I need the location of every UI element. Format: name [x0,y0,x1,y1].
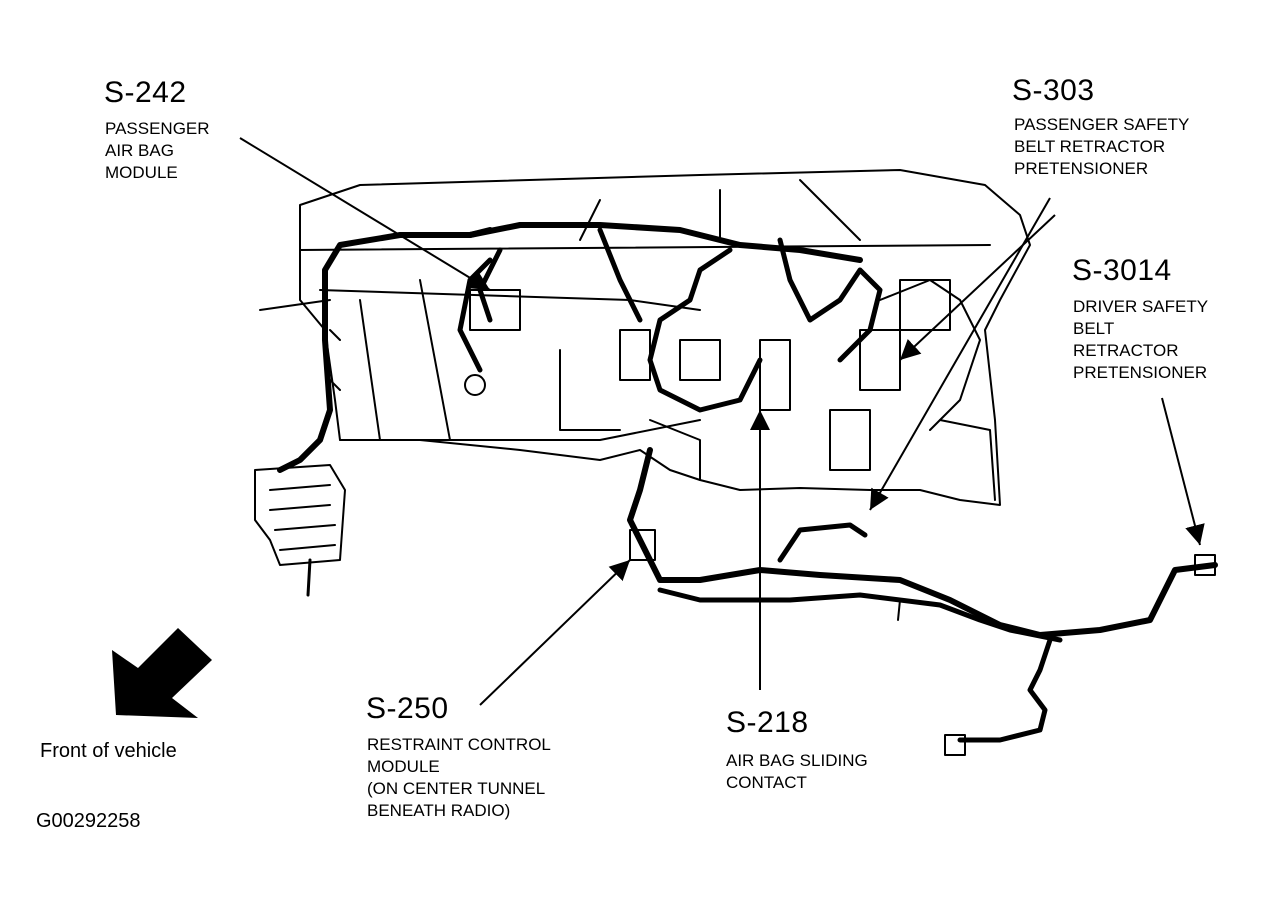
leader-s3014 [1161,397,1205,546]
callout-line: BENEATH RADIO) [367,801,511,820]
leader-s303-a [869,197,1051,511]
callout-code-s218: S-218 [726,706,809,739]
instrument-panel-outline [299,169,1031,506]
callout-line: (ON CENTER TUNNEL [367,779,546,798]
callout-desc-s3014: DRIVER SAFETY BELT RETRACTOR PRETENSIONE… [1073,296,1208,384]
figure-id: G00292258 [36,810,141,832]
callout-line: RETRACTOR [1073,341,1179,360]
front-arrow-icon [112,628,212,718]
left-connector-block [254,464,346,566]
callout-code-s303: S-303 [1012,74,1095,107]
callout-line: PRETENSIONER [1014,159,1149,178]
callout-line: PRETENSIONER [1073,363,1208,382]
left-harness [277,227,493,473]
callout-line: BELT [1073,319,1115,338]
callout-code-s3014: S-3014 [1072,254,1172,287]
callout-line: BELT RETRACTOR [1014,137,1166,156]
leader-s303-b [899,214,1056,361]
front-of-vehicle-label: Front of vehicle [40,740,177,762]
callout-desc-s218: AIR BAG SLIDING CONTACT [726,750,868,794]
leader-s242 [239,137,491,291]
callout-code-s242: S-242 [104,76,187,109]
callout-desc-s242: PASSENGER AIR BAG MODULE [105,118,210,184]
callout-line: PASSENGER SAFETY [1014,115,1190,134]
callout-line: PASSENGER [105,119,210,138]
leader-s250 [479,559,631,706]
callout-line: AIR BAG [105,141,174,160]
callout-line: DRIVER SAFETY [1073,297,1209,316]
callout-line: AIR BAG SLIDING [726,751,868,770]
callout-desc-s303: PASSENGER SAFETY BELT RETRACTOR PRETENSI… [1014,114,1189,180]
floor-harness [627,447,1218,638]
top-harness [467,222,863,263]
callout-line: RESTRAINT CONTROL [367,735,551,754]
callout-line: CONTACT [726,773,807,792]
callout-line: MODULE [367,757,440,776]
callout-code-s250: S-250 [366,692,449,725]
callout-line: MODULE [105,163,178,182]
callout-desc-s250: RESTRAINT CONTROL MODULE (ON CENTER TUNN… [367,734,551,822]
